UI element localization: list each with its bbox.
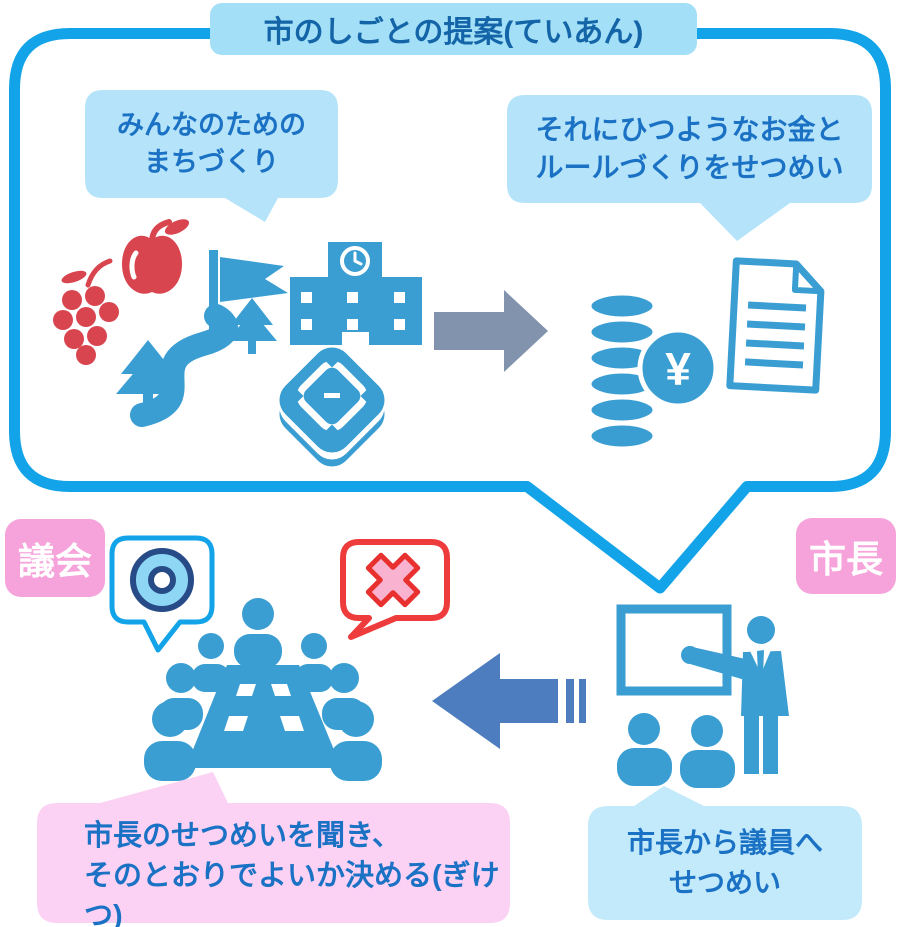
bottom-right-bubble-shape xyxy=(588,786,862,920)
town-flag-road-trees-icon xyxy=(116,250,288,427)
rejection-x-bubble-icon xyxy=(340,539,450,640)
assembly-label-text: 議会 xyxy=(18,541,92,582)
yen-symbol: ¥ xyxy=(665,343,691,395)
arrow-left-icon xyxy=(432,653,586,749)
right-bubble-line1: それにひつようなお金と xyxy=(535,114,844,145)
school-icon xyxy=(290,242,422,345)
conference-table xyxy=(188,665,339,762)
left-bubble-shape xyxy=(85,90,338,222)
left-bubble-text: みんなのための まちづくり xyxy=(85,90,338,198)
bottom-left-bubble-text: 市長のせつめいを聞き、 そのとおりでよいか決める(ぎけつ) xyxy=(84,820,510,927)
bottom-right-bubble-line1: 市長から議員へ xyxy=(626,827,823,858)
grapes-icon xyxy=(53,258,119,365)
document-icon xyxy=(726,257,825,394)
mayor-label: 市長 xyxy=(796,518,896,594)
arrow-right-icon xyxy=(434,290,548,372)
right-bubble-shape xyxy=(507,95,872,241)
bottom-right-bubble-line2: せつめい xyxy=(668,867,781,898)
approval-circle-bubble-icon xyxy=(109,535,215,653)
mayor-label-text: 市長 xyxy=(809,539,883,580)
bottom-left-bubble-shape xyxy=(37,772,510,923)
right-bubble-text: それにひつようなお金と ルールづくりをせつめい xyxy=(507,95,872,203)
left-bubble-line1: みんなのための xyxy=(117,110,306,140)
title-banner: 市のしごとの提案(ていあん) xyxy=(210,3,697,55)
title-text: 市のしごとの提案(ていあん) xyxy=(263,16,644,49)
assembly-label: 議会 xyxy=(5,519,105,597)
apple-icon xyxy=(122,219,190,294)
baseball-stadium-icon xyxy=(279,347,385,467)
bottom-left-bubble-line1: 市長のせつめいを聞き、 xyxy=(84,820,401,852)
yen-coin-icon: ¥ xyxy=(637,327,719,409)
left-bubble-line2: まちづくり xyxy=(144,147,279,177)
right-bubble-line2: ルールづくりをせつめい xyxy=(535,152,844,183)
bottom-right-bubble-text: 市長から議員へ せつめい xyxy=(588,806,862,920)
mayor-figure xyxy=(681,616,789,774)
mayor-presentation-icon xyxy=(616,604,789,788)
assembly-meeting-icon xyxy=(144,598,382,781)
coin-stack-icon xyxy=(586,290,658,452)
bottom-left-bubble-line2: そのとおりでよいか決める(ぎけつ) xyxy=(84,860,500,927)
whiteboard xyxy=(616,604,732,696)
